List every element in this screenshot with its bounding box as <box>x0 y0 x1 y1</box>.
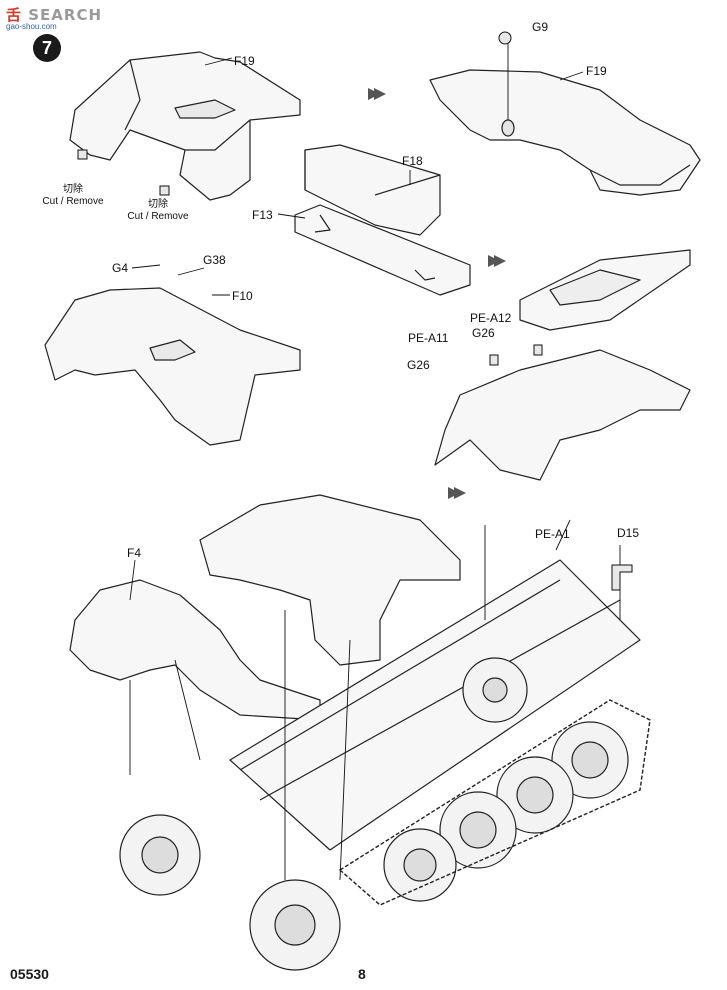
label-f19-right: F19 <box>586 64 607 78</box>
label-f13: F13 <box>252 208 273 222</box>
label-g4: G4 <box>112 261 129 275</box>
track-run <box>338 699 651 906</box>
watermark-logo: 舌 SEARCH <box>6 6 103 24</box>
cut-note-1: 切除 Cut / Remove <box>42 184 104 207</box>
label-g26-b: G26 <box>407 358 430 372</box>
label-d15: D15 <box>617 526 640 540</box>
label-f19-left: F19 <box>234 54 255 68</box>
block-f18-and-plate-f13 <box>294 144 471 296</box>
kit-code: 05530 <box>10 966 49 982</box>
page-number: 8 <box>358 966 366 982</box>
fender-mid-left <box>44 287 301 446</box>
direction-arrows <box>368 88 506 499</box>
label-f18: F18 <box>402 154 423 168</box>
label-g26-a: G26 <box>472 326 495 340</box>
label-f10: F10 <box>232 289 253 303</box>
cut-note-2: 切除 Cut / Remove <box>127 199 189 222</box>
label-g9: G9 <box>532 20 549 34</box>
fender-f19-topleft <box>69 51 301 201</box>
label-g38: G38 <box>203 253 226 267</box>
road-wheels <box>119 657 629 971</box>
label-pe-a12: PE-A12 <box>470 311 512 325</box>
label-pe-a1: PE-A1 <box>535 527 570 541</box>
watermark-url: gao-shou.com <box>6 22 57 31</box>
fender-mid-right <box>434 249 691 481</box>
step-number-badge: 7 <box>33 34 61 62</box>
fender-f19-topright <box>429 69 701 196</box>
vehicle-chassis <box>69 494 641 851</box>
label-f4: F4 <box>127 546 142 560</box>
label-pe-a11: PE-A11 <box>408 331 449 345</box>
